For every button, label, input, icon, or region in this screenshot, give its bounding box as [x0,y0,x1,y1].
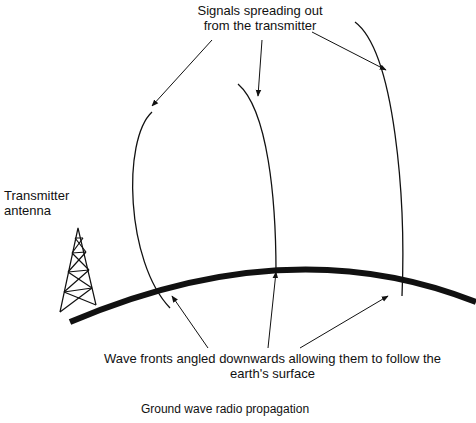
callout-label: Signals spreading out from the transmitt… [190,3,330,33]
earth-surface [70,269,476,322]
callout-label: Wave fronts angled downwards allowing th… [100,351,445,381]
transmitter-tower [60,228,96,312]
figure-caption: Ground wave radio propagation [120,402,330,417]
wave-front [133,22,403,308]
leader-line [152,32,388,348]
callout-label: Transmitter antenna [4,188,84,218]
